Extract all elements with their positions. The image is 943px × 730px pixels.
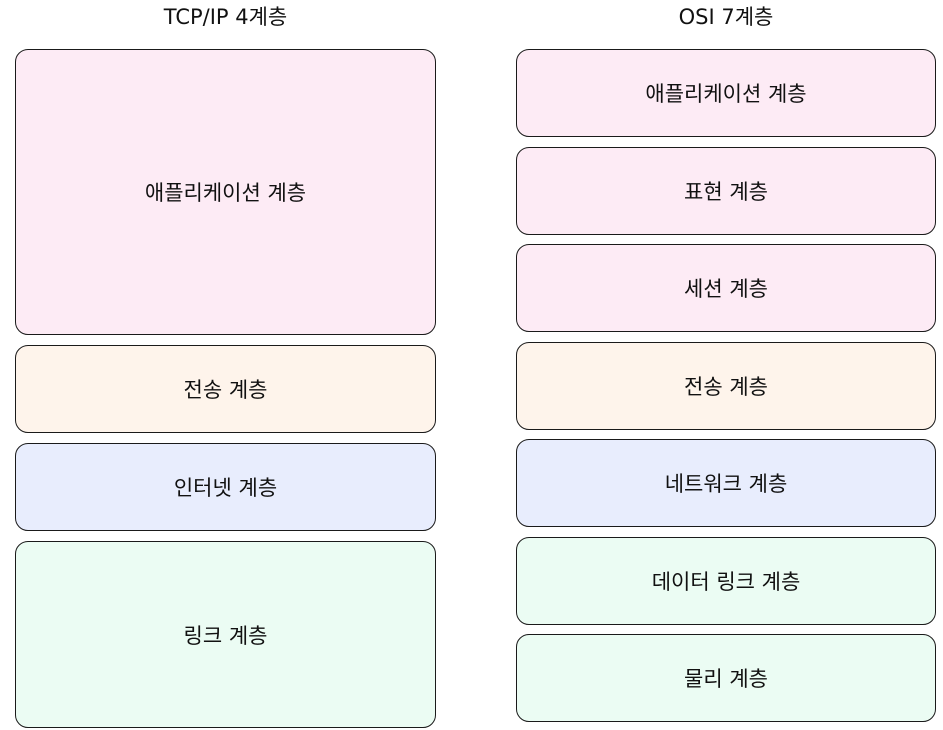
- tcpip-layer-internet: 인터넷 계층: [15, 443, 436, 531]
- osi-title: OSI 7계층: [678, 5, 774, 29]
- osi-layer-physical: 물리 계층: [516, 634, 936, 722]
- osi-layer-network: 네트워크 계층: [516, 439, 936, 527]
- tcpip-title: TCP/IP 4계층: [163, 5, 288, 29]
- osi-layer-label: 애플리케이션 계층: [645, 82, 807, 106]
- tcpip-layer-label: 애플리케이션 계층: [144, 181, 307, 205]
- osi-layer-label: 데이터 링크 계층: [651, 570, 801, 594]
- osi-layer-datalink: 데이터 링크 계층: [516, 537, 936, 625]
- osi-layer-session: 세션 계층: [516, 244, 936, 332]
- tcpip-layer-label: 인터넷 계층: [173, 476, 278, 500]
- osi-layer-label: 전송 계층: [684, 375, 768, 399]
- osi-layer-label: 물리 계층: [684, 667, 768, 691]
- tcpip-layer-link: 링크 계층: [15, 541, 436, 728]
- osi-layer-transport: 전송 계층: [516, 342, 936, 430]
- osi-layer-label: 네트워크 계층: [664, 472, 788, 496]
- osi-layer-label: 세션 계층: [684, 277, 768, 301]
- tcpip-layer-transport: 전송 계층: [15, 345, 436, 433]
- tcpip-layer-label: 링크 계층: [183, 623, 268, 648]
- tcpip-layer-label: 전송 계층: [183, 378, 268, 402]
- osi-layer-application: 애플리케이션 계층: [516, 49, 936, 137]
- osi-layer-presentation: 표현 계층: [516, 147, 936, 235]
- tcpip-layer-application: 애플리케이션 계층: [15, 49, 436, 335]
- osi-layer-label: 표현 계층: [684, 180, 768, 204]
